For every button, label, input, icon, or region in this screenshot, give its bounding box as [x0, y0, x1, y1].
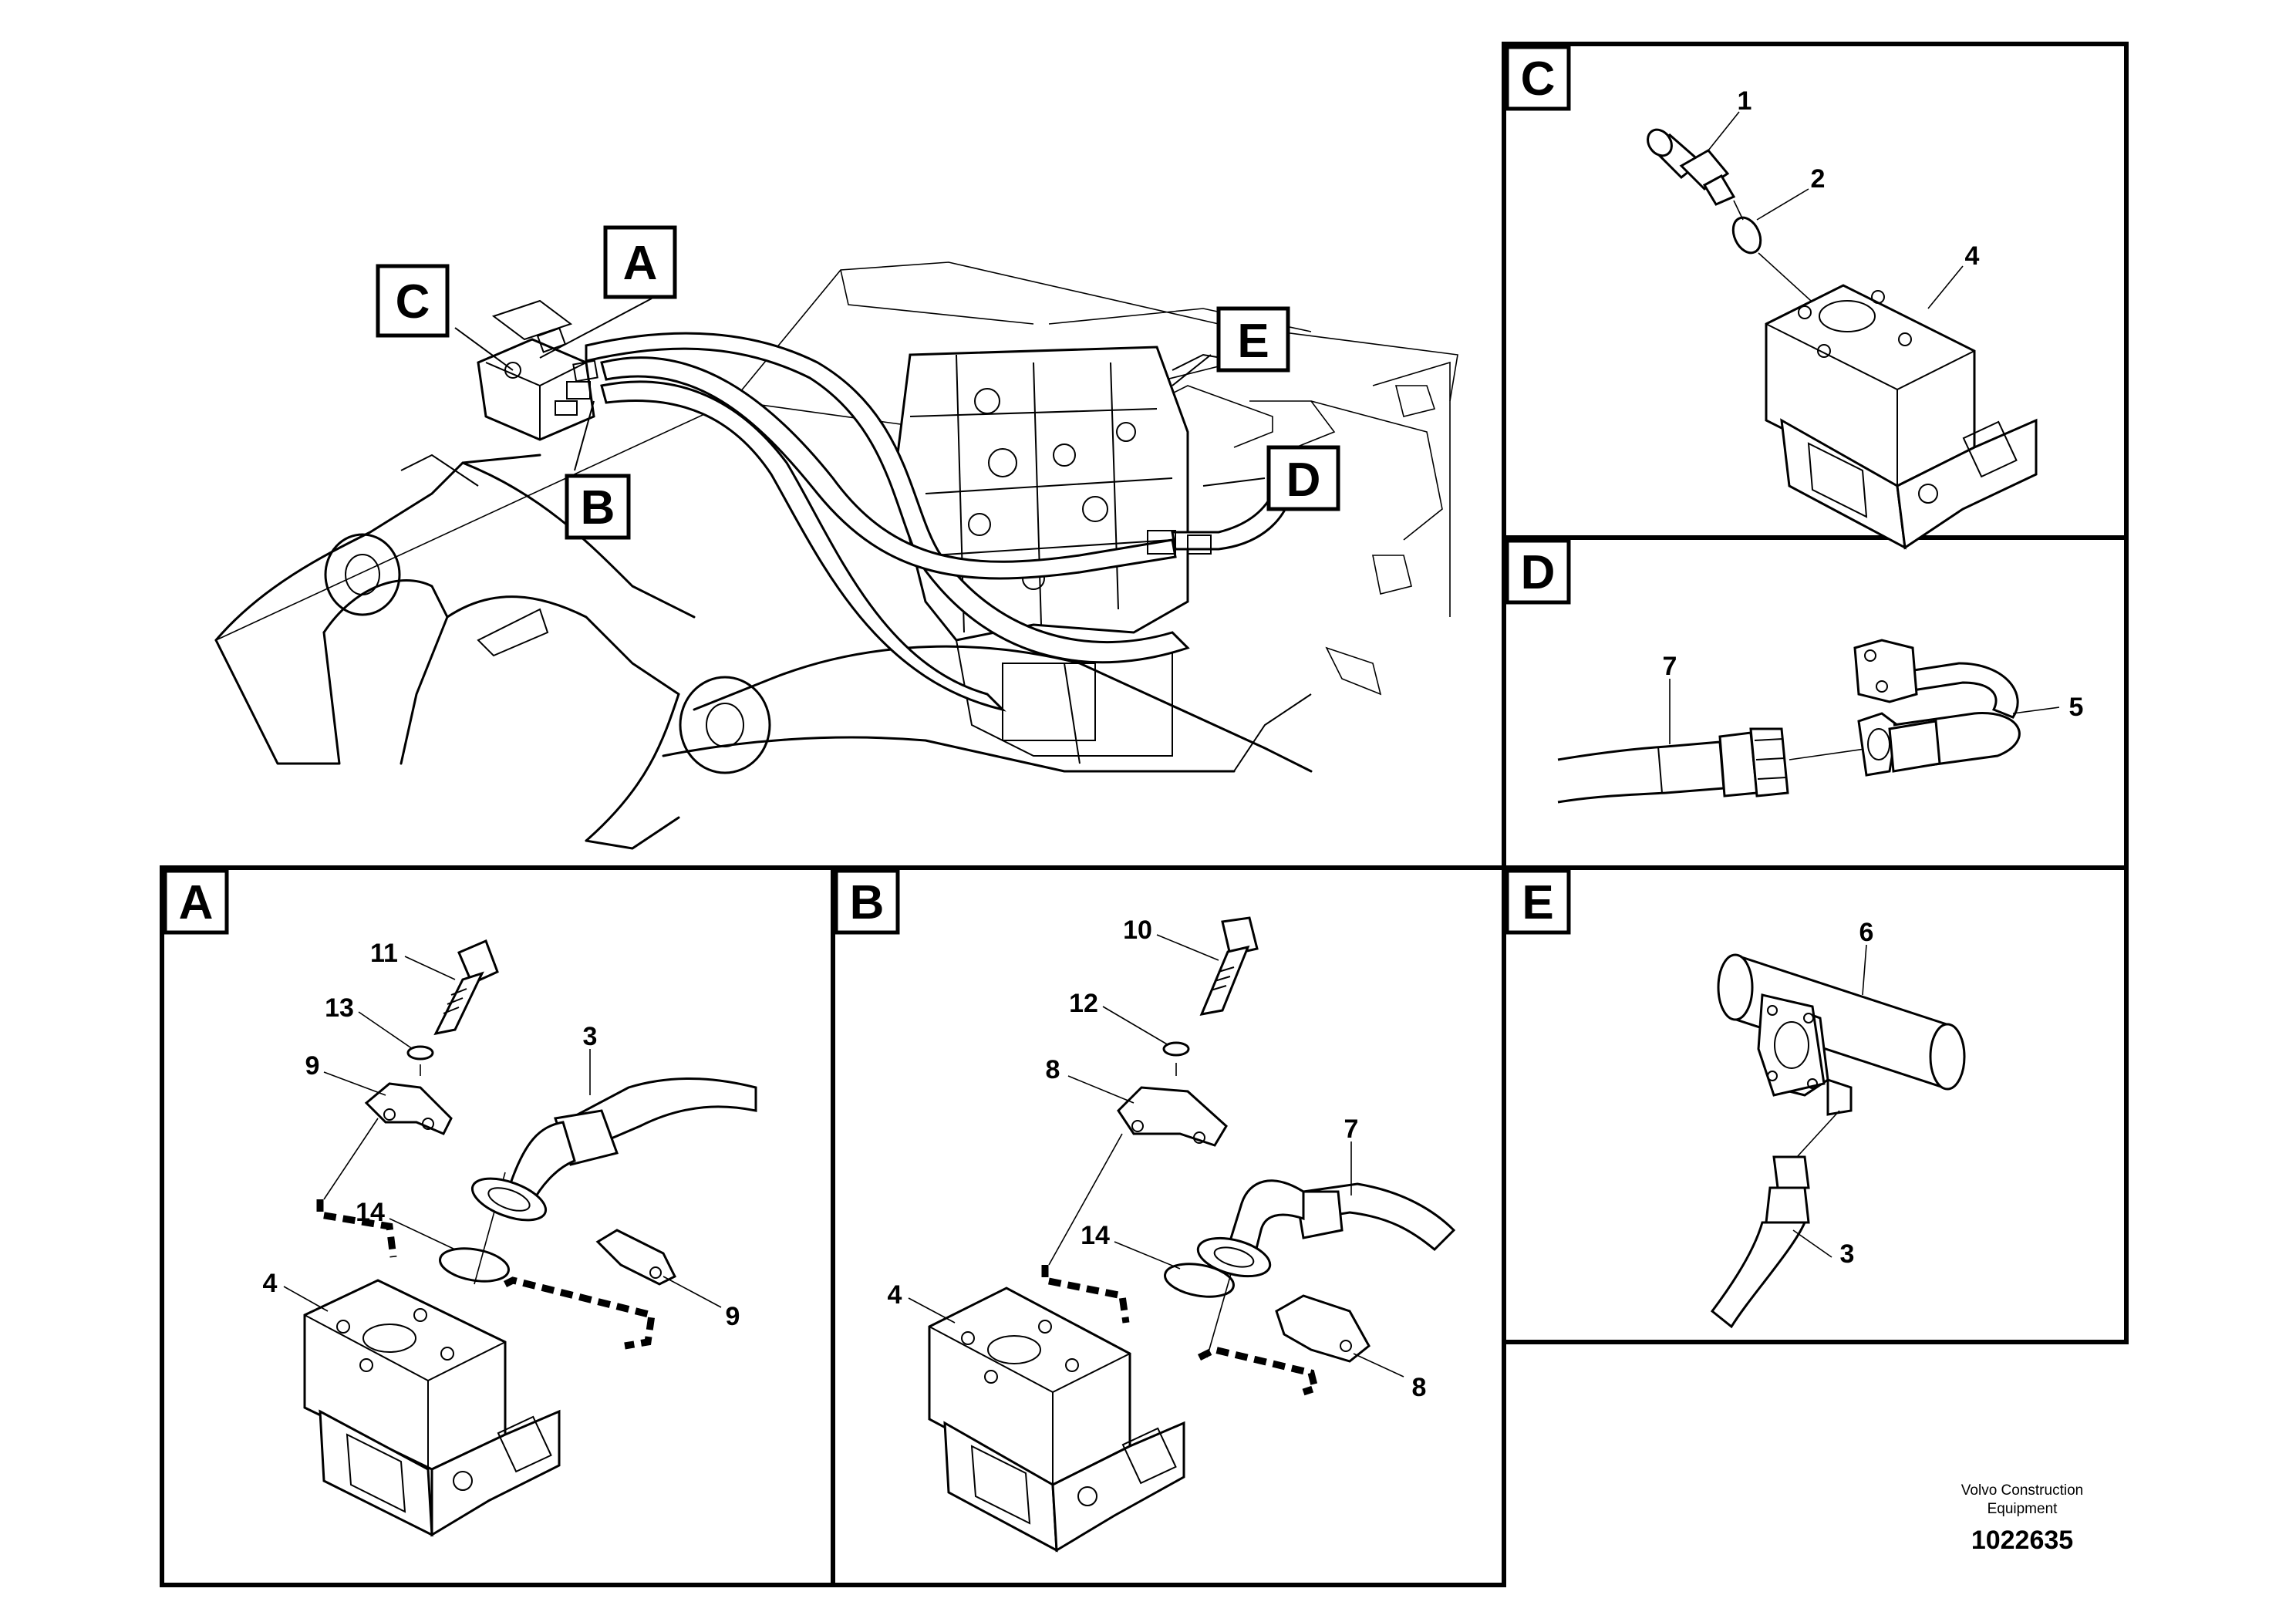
callout-E: E — [1216, 306, 1290, 373]
part-number: 8 — [1412, 1373, 1427, 1402]
part-number: 4 — [263, 1269, 278, 1298]
clamp-8-upper — [1117, 1086, 1228, 1147]
panel-D: D 7 5 — [1505, 538, 2084, 804]
svg-text:C: C — [396, 275, 430, 329]
block-4-C — [1765, 284, 2038, 550]
panel-D-label: D — [1505, 538, 1571, 605]
panel-D-frame — [1502, 535, 2129, 870]
hose-3 — [470, 1077, 757, 1222]
part-number: 7 — [1663, 652, 1677, 681]
clamp-8-lower — [1275, 1294, 1371, 1363]
svg-text:B: B — [581, 481, 615, 534]
clamp-9-lower — [595, 1229, 677, 1286]
part-number: 3 — [1840, 1239, 1855, 1269]
block-4-B — [928, 1286, 1185, 1553]
part-number: 14 — [1081, 1221, 1110, 1250]
callout-D: D — [1266, 445, 1340, 511]
block-4-A — [303, 1279, 561, 1537]
part-number: 9 — [305, 1051, 320, 1081]
svg-text:D: D — [1521, 546, 1556, 599]
svg-text:E: E — [1237, 315, 1269, 368]
part-number: 6 — [1859, 918, 1874, 947]
part-number: 12 — [1069, 989, 1098, 1018]
tee-fitting-6 — [1717, 953, 1966, 1116]
hose-3-E — [1710, 1155, 1810, 1329]
part-number: 7 — [1344, 1114, 1359, 1144]
company-name-line1: Volvo Construction — [1961, 1482, 2083, 1499]
clamp-9-upper — [364, 1082, 453, 1135]
bolt-10 — [1199, 916, 1259, 1016]
part-number: 3 — [583, 1022, 598, 1051]
overview-illustration — [214, 261, 1458, 850]
panel-C-label: C — [1505, 45, 1571, 111]
panel-A-label: A — [163, 868, 229, 935]
oring-14 — [439, 1247, 510, 1283]
svg-text:E: E — [1522, 876, 1553, 929]
panel-B-label: B — [834, 868, 900, 935]
part-number: 1 — [1738, 86, 1752, 116]
svg-text:A: A — [623, 237, 658, 290]
part-number: 10 — [1123, 916, 1152, 945]
pipe-5 — [1853, 639, 2021, 777]
part-number: 4 — [1965, 241, 1980, 271]
part-number: 14 — [356, 1198, 385, 1227]
callout-A: A — [603, 225, 677, 299]
bolt-11 — [433, 939, 499, 1036]
washer-13 — [406, 1045, 434, 1061]
panel-E-label: E — [1505, 868, 1571, 935]
callout-C: C — [376, 264, 450, 338]
part-number: 8 — [1046, 1055, 1060, 1084]
svg-text:B: B — [850, 876, 885, 929]
document-number: 1022635 — [1971, 1526, 2073, 1555]
part-number: 5 — [2069, 693, 2084, 722]
panel-B: B — [834, 868, 1456, 1553]
part-number: 4 — [888, 1280, 902, 1310]
washer-12 — [1162, 1041, 1190, 1057]
panel-E-frame — [1502, 865, 2129, 1344]
svg-text:C: C — [1521, 52, 1556, 106]
panel-C: C 1 2 — [1505, 45, 2038, 550]
oring-2 — [1731, 216, 1762, 255]
svg-text:D: D — [1286, 454, 1321, 507]
panel-A: A — [163, 868, 757, 1537]
panel-E: E 6 3 — [1505, 868, 1966, 1329]
callout-B: B — [565, 474, 631, 540]
footer: Volvo Construction Equipment 1022635 — [1961, 1482, 2083, 1555]
part-number: 2 — [1811, 164, 1826, 194]
oring-14 — [1164, 1263, 1235, 1298]
fitting-1 — [1647, 128, 1736, 206]
part-number: 13 — [325, 993, 354, 1023]
hose-7 — [1196, 1179, 1456, 1278]
part-number: 9 — [726, 1302, 740, 1331]
part-number: 11 — [370, 939, 398, 968]
company-name-line2: Equipment — [1988, 1501, 2058, 1517]
overview-callouts: A B C D E — [376, 225, 1340, 540]
svg-text:A: A — [179, 876, 214, 929]
hose-7-D — [1557, 727, 1789, 804]
